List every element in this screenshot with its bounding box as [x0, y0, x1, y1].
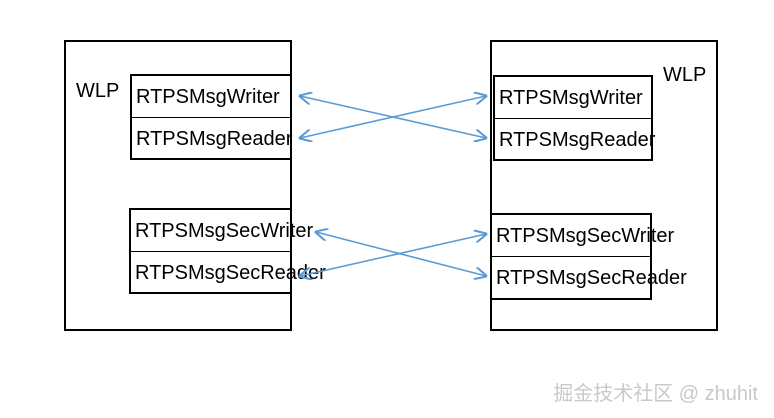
left-sec-reader: RTPSMsgSecReader [131, 252, 326, 294]
right-sec-writer-label: RTPSMsgSecWriter [496, 225, 675, 247]
right-wlp-title: WLP [663, 64, 707, 86]
right-msg-reader-label: RTPSMsgReader [499, 129, 656, 151]
left-msg-reader-label: RTPSMsgReader [136, 128, 293, 150]
left-msg-writer-label: RTPSMsgWriter [136, 86, 280, 108]
left-msg-reader: RTPSMsgReader [132, 118, 293, 160]
arrow-msgreader-to-msgwriter [300, 96, 486, 138]
right-sec-reader: RTPSMsgSecReader [492, 257, 687, 299]
left-msg-writer: RTPSMsgWriter [132, 76, 290, 118]
left-wlp-title: WLP [76, 80, 120, 102]
watermark: 掘金技术社区 @ zhuhit [553, 383, 758, 405]
right-msg-writer: RTPSMsgWriter [495, 77, 651, 119]
right-msg-reader: RTPSMsgReader [495, 119, 655, 161]
left-sec-reader-label: RTPSMsgSecReader [135, 262, 326, 284]
arrow-secreader-to-secwriter [300, 234, 486, 276]
left-sec-group: RTPSMsgSecWriter RTPSMsgSecReader [129, 208, 326, 294]
right-sec-writer: RTPSMsgSecWriter [492, 215, 674, 257]
left-sec-writer: RTPSMsgSecWriter [131, 210, 313, 252]
right-sec-group: RTPSMsgSecWriter RTPSMsgSecReader [490, 213, 687, 300]
right-sec-reader-label: RTPSMsgSecReader [496, 267, 687, 289]
left-msg-group: RTPSMsgWriter RTPSMsgReader [130, 74, 292, 160]
right-msg-group: RTPSMsgWriter RTPSMsgReader [493, 75, 655, 161]
left-sec-writer-label: RTPSMsgSecWriter [135, 220, 314, 242]
right-msg-writer-label: RTPSMsgWriter [499, 87, 643, 109]
